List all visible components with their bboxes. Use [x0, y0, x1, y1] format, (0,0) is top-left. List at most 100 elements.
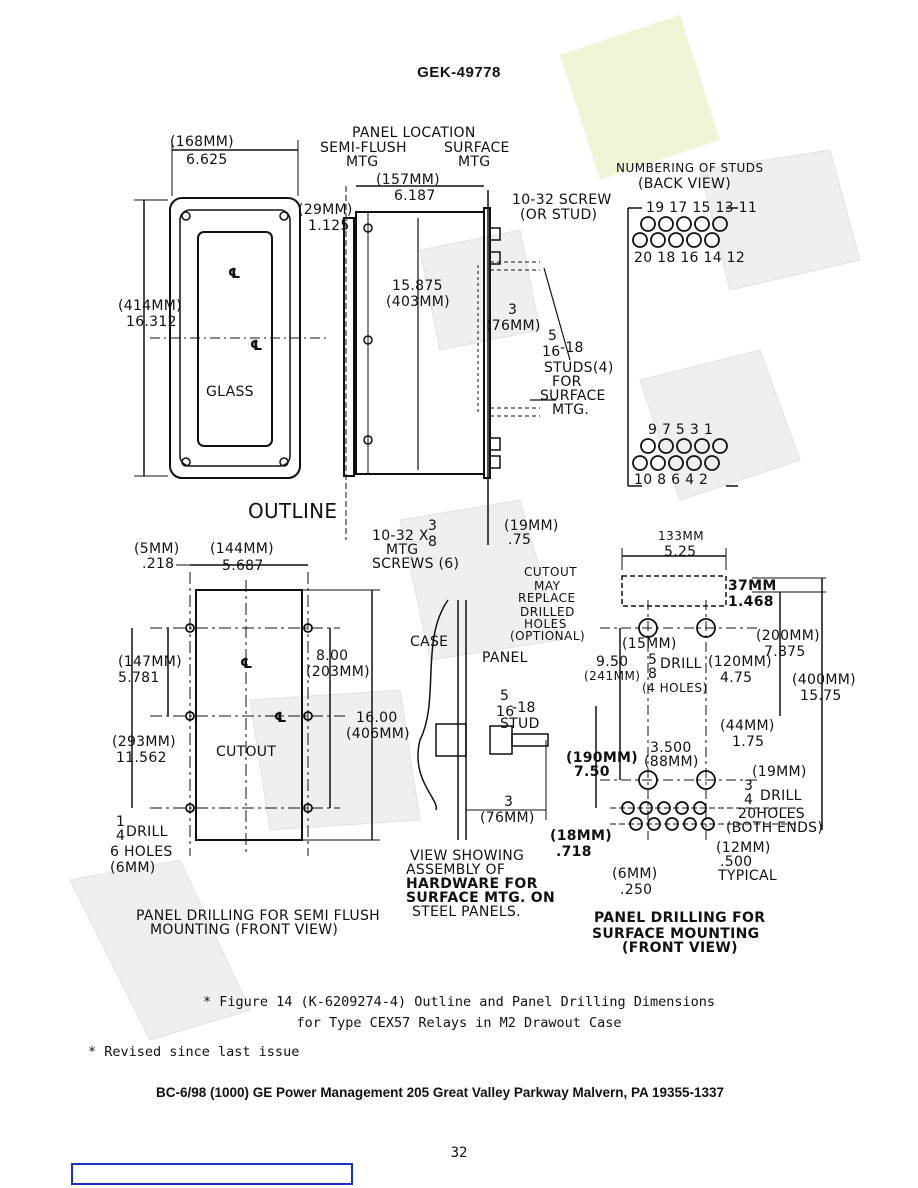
sf-caption-2: MOUNTING (FRONT VIEW): [150, 922, 338, 938]
figure-caption-line-1: * Figure 14 (K-6209274-4) Outline and Pa…: [202, 994, 716, 1010]
sf-gap-mm: (203MM): [306, 664, 370, 680]
surf-width-in: 5.25: [664, 544, 696, 560]
thickness-in: .75: [508, 532, 531, 548]
studs-3: FOR: [552, 374, 582, 390]
asm-stud-2: STUD: [500, 716, 540, 732]
surf-width-mm: 133MM: [658, 529, 704, 543]
asm-caption-2: ASSEMBLY OF: [406, 862, 505, 878]
studs-frac-num: 5: [548, 328, 557, 344]
depth-mm: (157MM): [376, 172, 440, 188]
surf-d-mm: (190MM): [566, 750, 638, 766]
surf-g-mm: (6MM): [612, 866, 658, 882]
studs-top-row-1: 19 17 15 13 11: [646, 200, 757, 216]
sf-drill-den: 4: [116, 828, 125, 844]
outline-centerline: ℄: [250, 338, 263, 354]
mtg-screws-2: MTG: [386, 542, 418, 558]
studs-5: MTG.: [552, 402, 589, 418]
surf-h-mm: (200MM): [756, 628, 820, 644]
sf-holes-mm: (6MM): [110, 860, 156, 876]
height-mm: (414MM): [118, 298, 182, 314]
surf-v2-mm: (120MM): [708, 654, 772, 670]
asm-panel: PANEL: [482, 650, 528, 666]
surf-cut-h-mm: 37MM: [728, 578, 777, 594]
screw-label-2: (OR STUD): [520, 207, 597, 223]
surf-c-in: 3.500: [650, 740, 692, 756]
surf-g-in: .250: [620, 882, 652, 898]
outline-width-in: 6.625: [186, 152, 228, 168]
mtg-screws-num: 3: [428, 518, 437, 534]
case-flange: [343, 217, 355, 477]
corner-screw: [279, 211, 289, 221]
surf-total-mm: (400MM): [792, 672, 856, 688]
screw-label-1: 10-32 SCREW: [512, 192, 612, 208]
surf-v1-in: 9.50: [596, 654, 628, 670]
studs-2: STUDS(4): [544, 360, 614, 376]
mtg-screws-den: 8: [428, 534, 437, 550]
surf-v1-mm: (241MM): [584, 669, 640, 683]
link-box[interactable]: [71, 1163, 353, 1185]
studs-title-2: (BACK VIEW): [638, 176, 731, 192]
footer-text: BC-6/98 (1000) GE Power Management 205 G…: [156, 1085, 725, 1100]
case-back: [483, 207, 491, 479]
case-side: [355, 211, 485, 475]
watermark-letter-s: [639, 349, 801, 501]
watermark-letter-e: [249, 689, 421, 831]
outline-width-mm: (168MM): [170, 134, 234, 150]
asm-stud-den: 16: [496, 704, 514, 720]
sf-total-mm: (406MM): [346, 726, 410, 742]
mtg-screws-1: 10-32 X: [372, 528, 429, 544]
surf-drill-den: 8: [648, 666, 657, 682]
surf-drill-num: 5: [648, 652, 657, 668]
asm-caption-5: STEEL PANELS.: [412, 904, 521, 920]
sf-gap-in: 8.00: [316, 648, 348, 664]
surface-label: SURFACE: [444, 140, 510, 156]
watermark-letter-w: [399, 499, 561, 661]
surf-caption-2: SURFACE MOUNTING: [592, 926, 759, 942]
watermark-letter-g: [419, 229, 541, 351]
height-in: 16.312: [126, 314, 177, 330]
surf-h-in: 7.875: [764, 644, 806, 660]
sf-width-in: 5.687: [222, 558, 264, 574]
revised-note: * Revised since last issue: [88, 1044, 300, 1060]
studs-bottom-row-2: 10 8 6 4 2: [634, 472, 708, 488]
stud-spacing-mm: (76MM): [486, 318, 541, 334]
surf-cut-h-in: 1.468: [728, 594, 774, 610]
studs-top-row-2: 20 18 16 14 12: [634, 250, 745, 266]
glass-centerline: ℄: [228, 266, 241, 282]
surf-drill2-den: 4: [744, 792, 753, 808]
surf-cutout-5: HOLES: [524, 617, 567, 631]
sf-drill: DRILL: [126, 824, 168, 840]
surf-typical: TYPICAL: [717, 868, 777, 884]
asm-caption-3: HARDWARE FOR: [406, 876, 538, 892]
sf-caption-1: PANEL DRILLING FOR SEMI FLUSH: [136, 908, 380, 924]
asm-dim-in: 3: [504, 794, 513, 810]
sf-half-in: 5.781: [118, 670, 160, 686]
surf-cutout-4: DRILLED: [520, 605, 575, 619]
sf-cutout: CUTOUT: [216, 744, 276, 760]
corner-screw: [181, 211, 191, 221]
sf-edge-in: .218: [142, 556, 174, 572]
surf-drill2-mm: (19MM): [752, 764, 807, 780]
flange-mm: (29MM): [298, 202, 353, 218]
mtg-left: MTG: [346, 154, 378, 170]
surf-total-in: 15.75: [800, 688, 842, 704]
surf-drill2: DRILL: [760, 788, 802, 804]
studs-title-1: NUMBERING OF STUDS: [616, 161, 764, 175]
surf-h2-in: 1.75: [732, 734, 764, 750]
sf-edge-mm: (5MM): [134, 541, 180, 557]
surf-drill: DRILL: [660, 656, 702, 672]
glass-label: GLASS: [206, 384, 254, 400]
surf-d-in: 7.50: [574, 764, 610, 780]
asm-caption-4: SURFACE MTG. ON: [406, 890, 555, 906]
surf-both-ends: (BOTH ENDS): [726, 820, 823, 836]
studs-frac-den: 16: [542, 344, 560, 360]
sf-drill-num: 1: [116, 814, 125, 830]
sf-holes: 6 HOLES: [110, 844, 173, 860]
cutout-rect: [195, 589, 303, 841]
surf-caption-3: (FRONT VIEW): [622, 940, 738, 956]
surf-drill2-num: 3: [744, 778, 753, 794]
asm-case: CASE: [410, 634, 448, 650]
surf-v2-in: 4.75: [720, 670, 752, 686]
sf-total-in: 16.00: [356, 710, 398, 726]
